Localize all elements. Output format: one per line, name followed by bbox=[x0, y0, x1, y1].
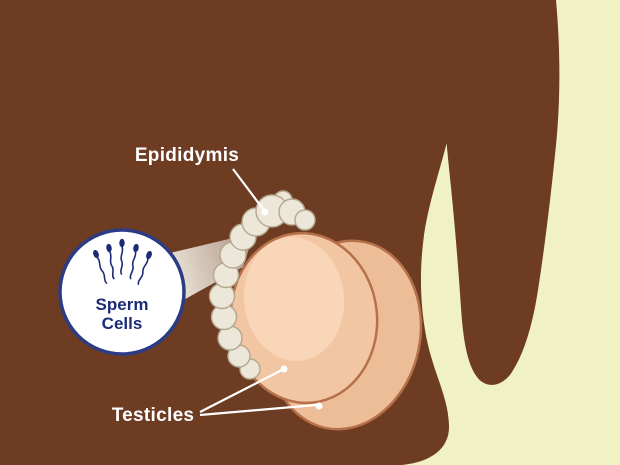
sperm-cells bbox=[93, 238, 152, 285]
testicles-leader-line-2 bbox=[199, 403, 317, 417]
sperm-cell-icon bbox=[93, 249, 108, 284]
arm-silhouette bbox=[438, 0, 560, 385]
sperm-cell-icon bbox=[106, 243, 115, 280]
epididymis bbox=[208, 190, 316, 380]
testicle-highlight bbox=[243, 237, 345, 361]
testicles-label: Testicles bbox=[112, 405, 195, 426]
sperm-cell-icon bbox=[129, 243, 139, 280]
sperm-cell-icon bbox=[137, 250, 152, 285]
leader-dot bbox=[315, 402, 323, 410]
testicles-leader-line-1 bbox=[199, 369, 283, 413]
magnifier-label-line2: Cells bbox=[102, 314, 143, 333]
leader-dots bbox=[261, 208, 323, 410]
epididymis-label: Epididymis bbox=[135, 145, 239, 166]
epididymis-leader-line bbox=[232, 168, 264, 210]
magnifier-label-line1: Sperm bbox=[96, 295, 149, 314]
magnifier-circle bbox=[58, 228, 186, 356]
leader-lines bbox=[199, 168, 317, 417]
leader-dot bbox=[280, 365, 288, 373]
sperm-cell-icon bbox=[119, 238, 125, 275]
leader-dot bbox=[261, 208, 269, 216]
sperm-magnifier: Sperm Cells bbox=[58, 228, 186, 356]
